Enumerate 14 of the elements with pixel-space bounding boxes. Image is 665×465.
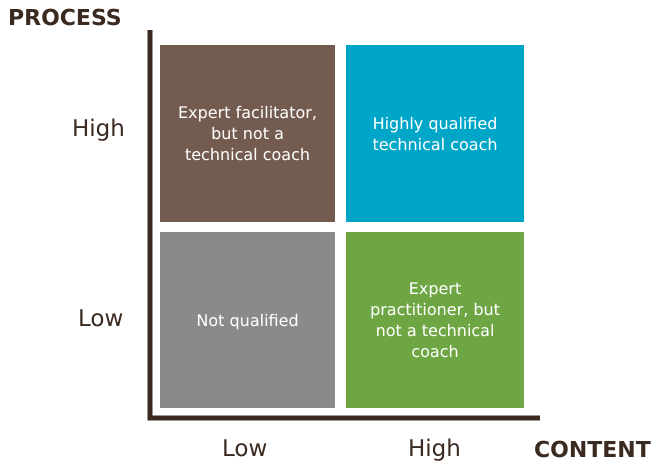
axis-title: PROCESS [8, 6, 122, 31]
quadrant-box [346, 45, 524, 222]
quadrant-label: Highly qualified technical coach [371, 112, 499, 154]
axis-title: CONTENT [534, 438, 651, 463]
quadrant-box [160, 232, 335, 408]
quadrant-box [346, 232, 524, 408]
quadrant-label: Expert facilitator, but not a technical coach [177, 102, 318, 165]
axis-tick-label: High [408, 436, 461, 462]
axis-tick-label: Low [78, 306, 124, 332]
axis-tick-label: High [72, 116, 125, 142]
axis-tick-label: Low [222, 436, 268, 462]
quadrant-label: Not qualified [196, 310, 299, 330]
quadrant-box [160, 45, 335, 222]
quadrant-label: Expert practitioner, but not a technical coach [369, 278, 501, 362]
